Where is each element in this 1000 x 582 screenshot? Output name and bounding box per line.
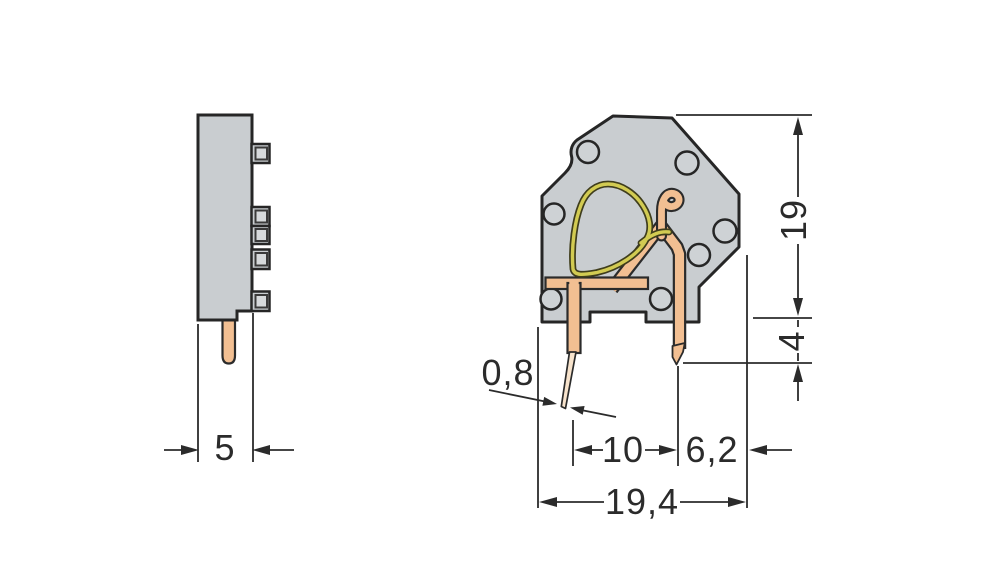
side-housing-body — [196, 113, 254, 322]
mounting-hole — [542, 202, 566, 226]
arrowhead — [728, 497, 746, 507]
left-pin-thin-tip — [560, 351, 577, 410]
arrowhead — [793, 364, 803, 382]
left-solder-pin — [566, 281, 582, 355]
arrowhead — [539, 497, 557, 507]
side-width-dimension — [164, 313, 294, 462]
pin-thickness-label: 0,8 — [481, 352, 534, 393]
mounting-hole — [686, 242, 712, 268]
pin-pitch-label: 10 — [602, 429, 644, 470]
pin-offset-label: 6,2 — [685, 429, 738, 470]
arrowhead — [181, 445, 199, 455]
mounting-tab-inner — [254, 228, 268, 242]
arrowhead — [793, 298, 803, 316]
mounting-hole — [575, 139, 601, 165]
side-mounting-tab-inners — [254, 146, 268, 309]
front-view: 19 4 10 6,2 19,4 0,8 — [481, 114, 814, 522]
busbar — [544, 276, 650, 291]
pin-length-label: 4 — [771, 330, 812, 351]
test-spring-wire-tail — [639, 230, 671, 245]
arrowhead — [659, 445, 677, 455]
test-spring-wire-loop — [570, 182, 652, 277]
side-view: 5 — [164, 113, 294, 468]
mounting-hole — [648, 286, 674, 312]
arrowhead — [793, 117, 803, 135]
clamp-hook — [658, 189, 683, 240]
busbar-pin-junction — [569, 280, 579, 291]
leader-line — [488, 389, 546, 403]
mounting-tab-inner — [254, 209, 268, 224]
leader-line — [583, 409, 617, 418]
height-label: 19 — [773, 199, 814, 241]
arrowhead — [749, 445, 767, 455]
side-mounting-tabs — [250, 142, 271, 313]
arrowhead — [574, 445, 592, 455]
arrowhead — [542, 396, 557, 406]
mounting-tab-inner — [254, 252, 268, 267]
side-width-label: 5 — [214, 427, 235, 468]
right-pin-tip — [671, 342, 686, 366]
mounting-tab-inner — [254, 146, 268, 161]
front-mounting-holes — [539, 139, 738, 312]
arrowhead — [570, 406, 585, 415]
overall-width-label: 19,4 — [605, 481, 679, 522]
arrowhead — [252, 445, 270, 455]
mounting-hole — [712, 218, 738, 244]
side-solder-pin — [221, 314, 237, 365]
mounting-hole — [674, 150, 700, 176]
mounting-hole — [539, 287, 563, 311]
front-dimensions — [488, 114, 812, 508]
mounting-tab-inner — [254, 294, 268, 309]
